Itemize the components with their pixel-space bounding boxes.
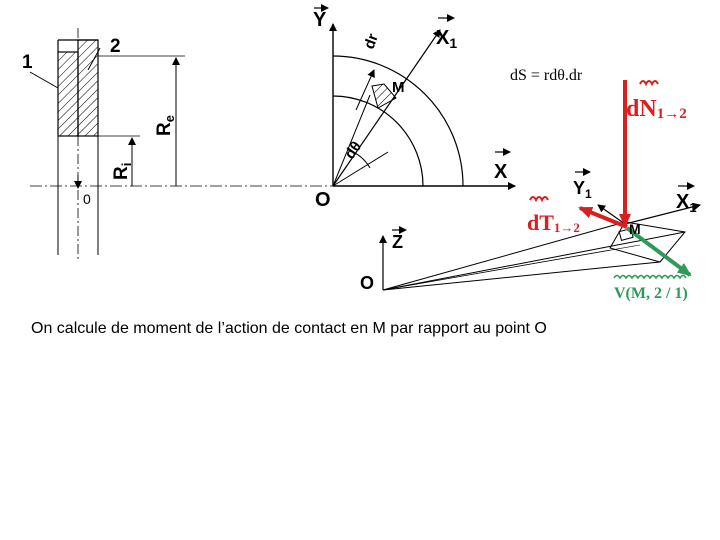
- tangential-force-arrow: [578, 206, 628, 229]
- label-part-2: 2: [110, 36, 121, 57]
- label-x: X: [494, 161, 508, 183]
- label-velocity: V(M, 2 / 1): [614, 285, 688, 302]
- velocity-arrow: [625, 226, 692, 277]
- label-m: M: [392, 79, 405, 96]
- contact-3d-view: [379, 80, 701, 291]
- label-dr: dr: [361, 31, 382, 51]
- label-re: Re: [154, 115, 177, 136]
- dr-dimension: [355, 69, 375, 111]
- part-1-leader: [29, 71, 59, 89]
- part-2-leader: [87, 47, 101, 71]
- dt-vector-mark: [529, 196, 549, 203]
- label-m2: M: [629, 221, 641, 237]
- part-2-section: [77, 39, 99, 137]
- element-ds: [371, 83, 397, 109]
- ds-formula: dS = rdθ.dr: [510, 67, 583, 84]
- cross-section: [29, 28, 101, 260]
- label-o: O: [315, 189, 331, 211]
- label-y: Y: [313, 9, 327, 31]
- velocity-vector-mark: [613, 274, 687, 280]
- label-x1: X1: [436, 27, 457, 51]
- label-y1: Y1: [573, 178, 592, 201]
- contact-plate: [609, 221, 686, 263]
- label-ri: Ri: [111, 163, 134, 180]
- label-origin-0: 0: [83, 191, 91, 207]
- caption-text: On calcule de moment de l’action de cont…: [31, 320, 547, 337]
- label-part-1: 1: [22, 52, 33, 73]
- label-dn: dN1→2: [626, 96, 687, 122]
- label-dtheta: dθ: [341, 138, 365, 162]
- label-x1b: X1: [676, 191, 697, 215]
- dn-vector-mark: [639, 80, 659, 87]
- outer-radius-arc: [332, 55, 464, 187]
- inner-radius-arc: [332, 95, 424, 187]
- mechanics-diagram: 1 2 Ri Re 0 Y dr X1 M dθ X O dS = rdθ.dr…: [22, 4, 701, 302]
- x1-axis-arrow: [332, 29, 441, 187]
- x1b-axis-arrow: [624, 202, 701, 225]
- label-dt: dT1→2: [527, 210, 580, 235]
- radius-dimensions: [98, 55, 185, 186]
- theta-arc: [347, 149, 371, 169]
- label-o2: O: [360, 273, 374, 293]
- ring-view: [329, 23, 516, 190]
- part-1-section: [57, 51, 79, 137]
- label-z: Z: [392, 232, 403, 252]
